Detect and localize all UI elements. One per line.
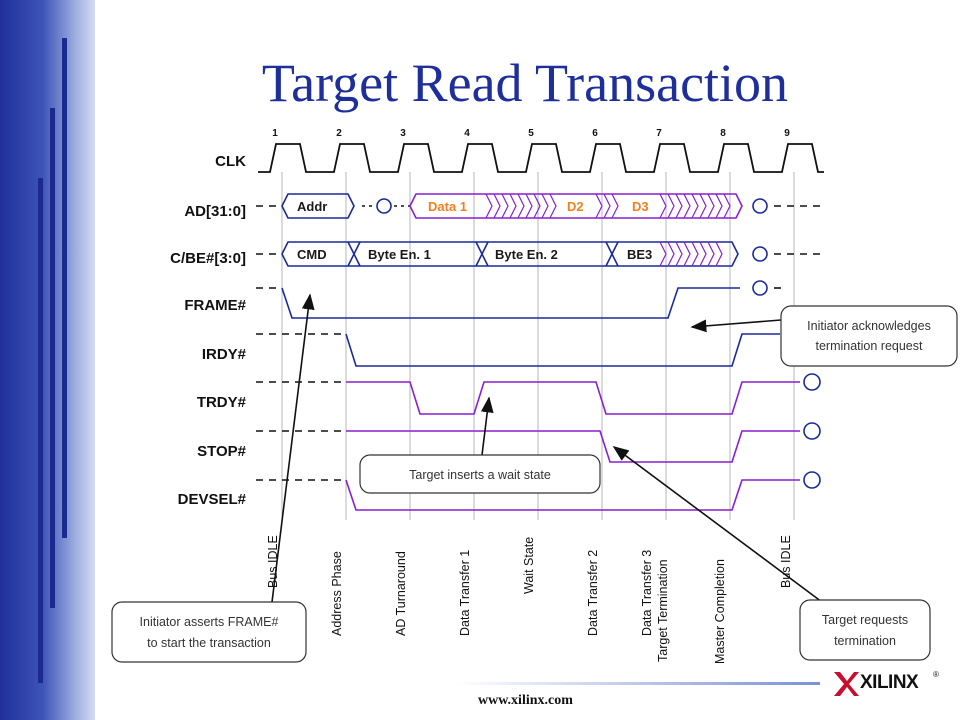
clock-number: 9	[784, 128, 790, 139]
ad-addr-label: Addr	[297, 199, 327, 214]
xilinx-logo: XILINX ®	[832, 668, 942, 698]
callout-box	[111, 601, 307, 663]
callout-box	[799, 599, 931, 661]
signal-label-cbe: C/BE#[3:0]	[170, 250, 246, 267]
cbe-bus-segment	[281, 241, 739, 267]
signal-labels: CLK AD[31:0] C/BE#[3:0] FRAME# IRDY# TRD…	[170, 153, 247, 508]
frame-signal	[281, 287, 740, 319]
cbe-transition	[659, 241, 723, 267]
cbe-be3-label: BE3	[627, 247, 652, 262]
arrow-initiator-ack	[690, 319, 782, 333]
phase-data-transfer-1: Data Transfer 1	[458, 550, 472, 636]
logo-registered: ®	[933, 670, 939, 679]
devsel-release-marker	[803, 471, 821, 489]
phase-ad-turnaround: AD Turnaround	[394, 551, 408, 636]
signal-label-irdy: IRDY#	[202, 346, 247, 363]
arrow-target-termination	[612, 446, 823, 603]
phase-address: Address Phase	[330, 551, 344, 636]
irdy-signal	[345, 333, 780, 367]
clock-number: 8	[720, 128, 726, 139]
ad-d3-label: D3	[632, 199, 649, 214]
irdy-waveform	[256, 333, 780, 367]
accent-bar	[62, 38, 67, 538]
clock-number: 1	[272, 128, 278, 139]
logo-text: XILINX	[860, 672, 919, 693]
clock-number: 5	[528, 128, 534, 139]
clock-numbers: 1 2 3 4 5 6 7 8 9	[272, 128, 790, 139]
slide-title: Target Read Transaction	[261, 53, 789, 113]
callout-box	[359, 454, 601, 494]
ad-d2-label: D2	[567, 199, 584, 214]
ad-bus-waveform	[256, 193, 826, 219]
callout-text: termination	[834, 634, 896, 648]
ad-data-transition	[485, 193, 557, 219]
sidebar-gradient	[0, 0, 95, 720]
arrow-wait-state	[480, 396, 494, 456]
callout-text: Target inserts a wait state	[409, 468, 551, 482]
callout-text: to start the transaction	[147, 636, 271, 650]
callout-box	[780, 305, 958, 367]
frame-waveform	[256, 280, 782, 319]
callout-initiator-ack: Initiator acknowledges termination reque…	[780, 305, 958, 367]
callout-text: Initiator asserts FRAME#	[140, 615, 279, 629]
callout-arrows	[271, 293, 823, 603]
stop-release-marker	[803, 422, 821, 440]
ad-data1-label: Data 1	[428, 199, 467, 214]
phase-bus-idle-1: Bus IDLE	[266, 535, 280, 588]
signal-label-devsel: DEVSEL#	[178, 491, 247, 508]
trdy-waveform	[256, 373, 821, 415]
signal-label-trdy: TRDY#	[197, 394, 247, 411]
cbe-be1-label: Byte En. 1	[368, 247, 431, 262]
signal-label-frame: FRAME#	[184, 297, 246, 314]
accent-bar	[38, 178, 43, 683]
phase-labels: Bus IDLE Address Phase AD Turnaround Dat…	[266, 535, 793, 664]
accent-bar	[50, 108, 55, 608]
phase-bus-idle-2: Bus IDLE	[779, 535, 793, 588]
callout-target-termination: Target requests termination	[799, 599, 931, 661]
ad-release-marker	[752, 198, 768, 214]
arrow-frame-start	[271, 293, 315, 603]
trdy-release-marker	[803, 373, 821, 391]
devsel-signal	[345, 479, 800, 511]
callout-text: Initiator acknowledges	[807, 319, 931, 333]
clock-number: 6	[592, 128, 598, 139]
devsel-waveform	[256, 471, 821, 511]
clock-number: 3	[400, 128, 406, 139]
ad-turnaround-marker	[376, 198, 392, 214]
cbe-release-marker	[752, 246, 768, 262]
callout-text: termination request	[815, 339, 923, 353]
cbe-be2-label: Byte En. 2	[495, 247, 558, 262]
stop-waveform	[256, 422, 821, 463]
callout-text: Target requests	[822, 613, 908, 627]
footer-line	[455, 682, 820, 685]
phase-target-termination: Target Termination	[656, 559, 670, 662]
signal-label-stop: STOP#	[197, 443, 247, 460]
ad-data-segment	[409, 193, 743, 219]
clk-waveform	[258, 143, 824, 173]
frame-release-marker	[752, 280, 768, 296]
cbe-cmd-label: CMD	[297, 247, 327, 262]
signal-label-clk: CLK	[215, 153, 246, 170]
signal-label-ad: AD[31:0]	[184, 203, 246, 220]
xilinx-logo-icon	[834, 672, 859, 696]
phase-wait-state: Wait State	[522, 537, 536, 594]
stop-signal	[346, 430, 800, 463]
phase-master-completion: Master Completion	[713, 559, 727, 664]
clock-number: 2	[336, 128, 342, 139]
clock-number: 4	[464, 128, 470, 139]
cbe-bus-waveform	[256, 241, 826, 267]
clock-number: 7	[656, 128, 662, 139]
phase-data-transfer-3: Data Transfer 3	[640, 550, 654, 636]
phase-data-transfer-2: Data Transfer 2	[586, 550, 600, 636]
callout-wait-state: Target inserts a wait state	[359, 454, 601, 494]
footer-url: www.xilinx.com	[478, 693, 573, 708]
trdy-signal	[346, 381, 800, 415]
callout-frame-start: Initiator asserts FRAME# to start the tr…	[111, 601, 307, 663]
ad-d2-d3-transition	[595, 193, 731, 219]
ad-addr-segment	[281, 193, 355, 219]
